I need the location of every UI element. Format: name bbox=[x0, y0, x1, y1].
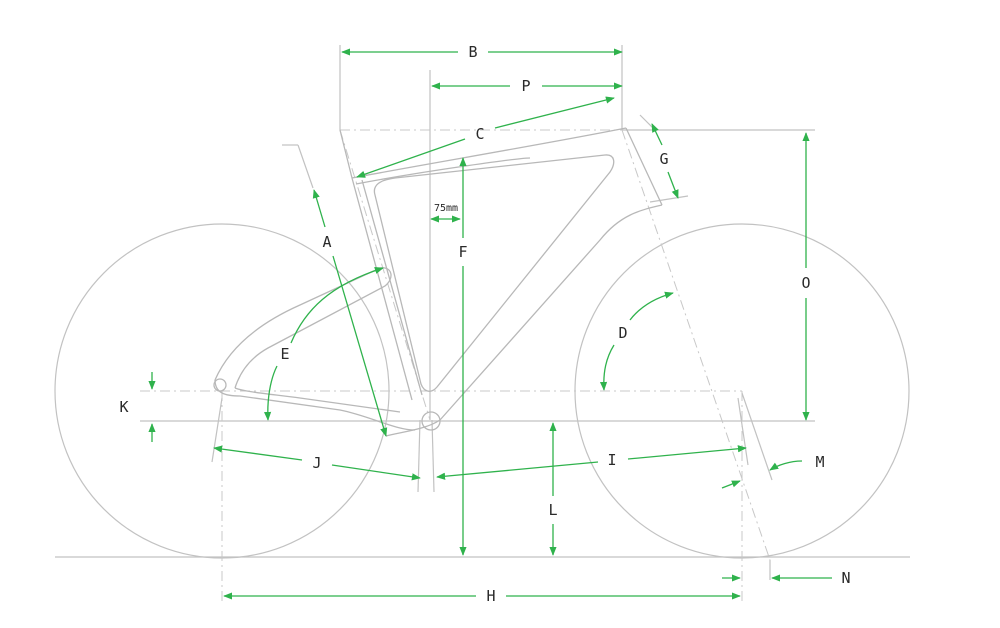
label-K: K bbox=[119, 398, 128, 416]
label-G: G bbox=[659, 150, 668, 168]
label-A: A bbox=[322, 233, 331, 251]
chain-stay bbox=[214, 379, 416, 431]
dimension-A-arrow bbox=[312, 189, 326, 228]
dimension-A-arrow-2 bbox=[332, 255, 388, 437]
seat-stay bbox=[214, 267, 392, 389]
dimension-D-arrow bbox=[629, 291, 674, 321]
chain-stay-inner bbox=[234, 387, 401, 413]
top-tube-lower bbox=[355, 157, 531, 185]
top-tube bbox=[351, 127, 627, 179]
dimension-J-arrow bbox=[213, 445, 303, 461]
bike-frame bbox=[213, 127, 663, 437]
bb-left-tick bbox=[417, 419, 421, 493]
label-D: D bbox=[618, 324, 627, 342]
label-I: I bbox=[607, 451, 616, 469]
label-C: C bbox=[475, 125, 484, 143]
label-P: P bbox=[521, 77, 530, 95]
dimension-J-arrow-2 bbox=[331, 464, 421, 481]
label-N: N bbox=[841, 569, 850, 587]
label-L: L bbox=[548, 501, 557, 519]
bottom-bracket-area bbox=[385, 419, 441, 437]
fork-offset-line bbox=[741, 392, 773, 481]
dimension-labels: B P C G O F 75mm A E D K J I L M N H bbox=[119, 43, 850, 605]
head-tube bbox=[625, 127, 663, 206]
label-M: M bbox=[815, 453, 824, 471]
dimension-arrows bbox=[148, 48, 832, 600]
seatpost-line-2 bbox=[297, 144, 314, 189]
label-B: B bbox=[468, 43, 477, 61]
label-F: F bbox=[458, 243, 467, 261]
front-wheelbase-tick bbox=[737, 397, 749, 466]
dimension-I-arrow bbox=[436, 461, 599, 480]
label-O: O bbox=[801, 274, 810, 292]
dimension-G-arrow-2 bbox=[667, 171, 679, 199]
reference-lines bbox=[54, 45, 910, 605]
seat-tube-top bbox=[339, 129, 353, 179]
main-triangle-inner bbox=[373, 154, 615, 392]
label-H: H bbox=[486, 587, 495, 605]
dimension-C-arrow-2 bbox=[494, 96, 615, 129]
rear-dropout bbox=[213, 378, 227, 392]
seat-tube bbox=[351, 177, 413, 401]
dimension-M-arrow-2 bbox=[721, 480, 741, 489]
rear-wheelbase-tick bbox=[211, 397, 223, 463]
label-75mm: 75mm bbox=[434, 203, 458, 214]
dimension-E-arrow-2 bbox=[264, 365, 278, 421]
dimension-C-arrow bbox=[356, 138, 466, 178]
bottom-bracket bbox=[421, 411, 441, 431]
dimension-G-arrow bbox=[651, 123, 663, 146]
seat-tube-2 bbox=[361, 179, 423, 396]
dimension-E-arrow bbox=[290, 267, 384, 344]
label-E: E bbox=[280, 345, 289, 363]
bb-right-tick bbox=[431, 419, 435, 493]
dimension-I-arrow-2 bbox=[627, 445, 747, 460]
head-tube-cap bbox=[639, 114, 656, 131]
down-tube bbox=[439, 204, 663, 421]
steering-axis-line bbox=[621, 129, 771, 561]
head-tube-base bbox=[649, 195, 689, 203]
dimension-M-arrow bbox=[769, 460, 803, 471]
dimension-D-arrow-2 bbox=[599, 344, 615, 391]
label-J: J bbox=[312, 454, 321, 472]
